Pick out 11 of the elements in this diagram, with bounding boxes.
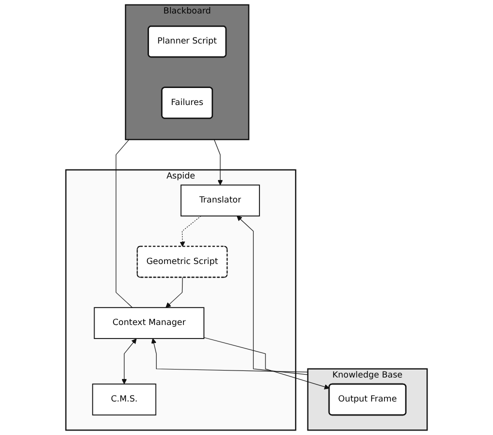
node-box: Translator [180, 184, 260, 216]
arrow [236, 216, 308, 376]
arrow [122, 338, 137, 384]
arrow [166, 277, 183, 308]
arrow [180, 216, 202, 247]
node-box: C.M.S. [92, 384, 156, 416]
arrow [214, 139, 223, 186]
node-box: Context Manager [94, 307, 204, 339]
connector [116, 139, 133, 308]
arrow [151, 338, 308, 372]
arrow [204, 337, 330, 390]
